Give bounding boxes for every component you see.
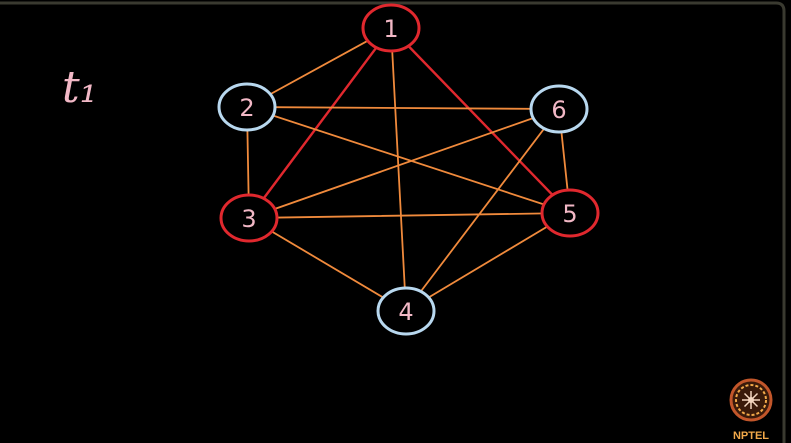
edge-2-6: [246, 106, 560, 110]
nptel-logo-icon: [729, 378, 773, 422]
edge-1-3: [247, 26, 393, 220]
edge-1-5: [389, 26, 572, 215]
node-label: 4: [398, 298, 413, 326]
edge-4-5: [405, 212, 571, 312]
edge-6-4: [405, 108, 560, 312]
edge-3-6: [248, 108, 560, 219]
node-label: 2: [239, 94, 254, 122]
edge-3-4: [248, 217, 407, 312]
edge-1-4: [390, 27, 407, 312]
node-label: 3: [241, 205, 256, 233]
node-circle: [529, 84, 589, 134]
node-3: 3: [219, 193, 279, 243]
node-label: 5: [562, 200, 577, 228]
node-circle: [376, 286, 436, 336]
node-5: 5: [540, 188, 600, 238]
graph-nodes: 1 2 3 4 5 6: [217, 3, 600, 336]
node-4: 4: [376, 286, 436, 336]
nptel-logo: NPTEL: [729, 378, 773, 442]
node-6: 6: [529, 84, 589, 134]
node-circle: [540, 188, 600, 238]
graph-label: t₁: [62, 62, 97, 113]
edge-3-5: [248, 212, 571, 219]
node-label: 6: [551, 96, 566, 124]
node-circle: [217, 82, 277, 132]
nptel-logo-text: NPTEL: [733, 430, 769, 442]
node-1: 1: [361, 3, 421, 53]
node-label: 1: [383, 15, 398, 43]
node-circle: [219, 193, 279, 243]
edge-2-5: [246, 106, 571, 214]
node-2: 2: [217, 82, 277, 132]
node-circle: [361, 3, 421, 53]
